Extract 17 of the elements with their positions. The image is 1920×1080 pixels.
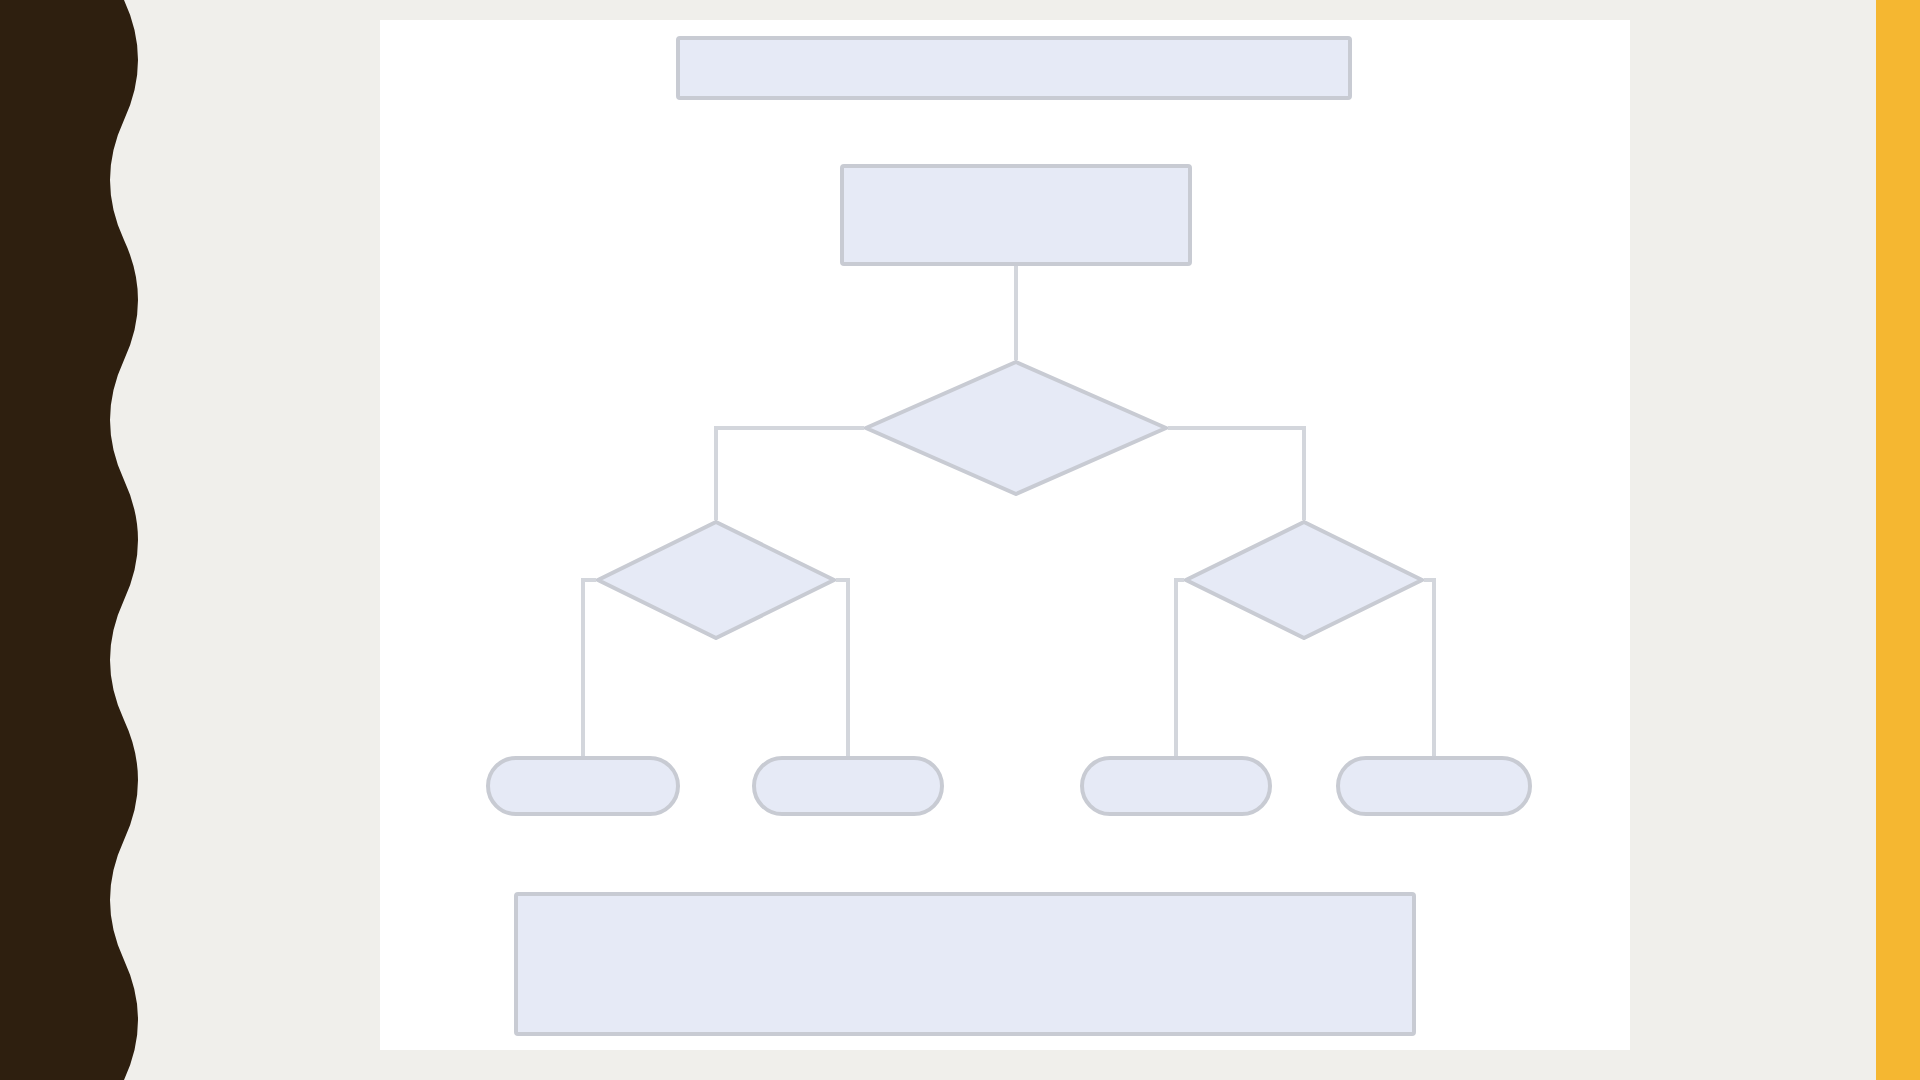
flow-box bbox=[840, 164, 1192, 266]
terminal-pill bbox=[1336, 756, 1532, 816]
connector-line bbox=[1424, 578, 1436, 756]
decision-diamond bbox=[1184, 520, 1424, 640]
connector-line bbox=[714, 426, 864, 520]
decision-diamond bbox=[864, 360, 1168, 496]
connector-line bbox=[1174, 578, 1184, 756]
connector-line bbox=[1168, 426, 1306, 520]
terminal-pill bbox=[1080, 756, 1272, 816]
flow-box bbox=[514, 892, 1416, 1036]
connector-line bbox=[581, 578, 596, 756]
connector-line bbox=[836, 578, 850, 756]
flow-box bbox=[676, 36, 1352, 100]
connector-line bbox=[1014, 266, 1018, 360]
terminal-pill bbox=[486, 756, 680, 816]
terminal-pill bbox=[752, 756, 944, 816]
decision-diamond bbox=[596, 520, 836, 640]
